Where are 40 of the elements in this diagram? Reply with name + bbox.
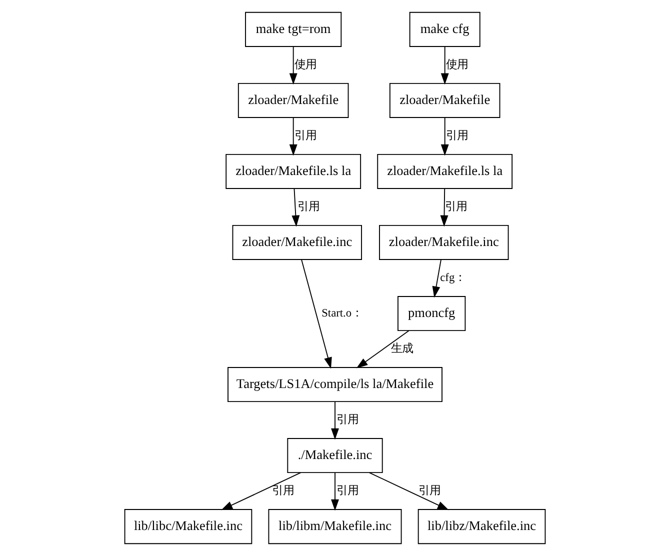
- node-box: pmoncfg: [398, 296, 466, 332]
- edge-label: 引用: [446, 130, 468, 142]
- edge-label: 引用: [272, 484, 294, 497]
- arrow: [368, 472, 449, 510]
- node-box: ./Makefile.inc: [287, 438, 383, 474]
- node-box: zloader/Makefile.ls la: [377, 154, 513, 189]
- arrow: [331, 472, 339, 511]
- node-box: Targets/LS1A/compile/ls la/Makefile: [228, 367, 442, 402]
- node-box: zloader/Makefile.inc: [379, 224, 509, 260]
- edge-label: 使用: [446, 58, 468, 71]
- edge-label: 生成: [391, 342, 414, 355]
- edge-label: 引用: [297, 200, 320, 213]
- node-box: lib/libz/Makefile.inc: [418, 509, 546, 544]
- node-box: lib/libc/Makefile.inc: [124, 509, 252, 544]
- arrow: [356, 330, 410, 368]
- arrow: [289, 117, 298, 156]
- node-box: make tgt=rom: [245, 12, 342, 47]
- arrow: [221, 472, 302, 510]
- edge-label: 引用: [418, 484, 441, 497]
- edge-label: cfg：: [440, 272, 466, 284]
- arrow: [301, 259, 332, 369]
- edge-label: 引用: [294, 130, 317, 142]
- edge-label: 引用: [336, 484, 358, 497]
- arrow: [432, 259, 442, 298]
- arrow: [440, 46, 449, 85]
- edge-label: 引用: [445, 200, 468, 213]
- arrow: [440, 188, 448, 227]
- node-box: zloader/Makefile.inc: [232, 224, 362, 260]
- node-box: zloader/Makefile: [238, 82, 349, 118]
- node-box: zloader/Makefile: [389, 82, 500, 118]
- edge-label: Start.o：: [322, 307, 363, 320]
- edge-label: 引用: [336, 414, 358, 426]
- arrow: [331, 401, 339, 440]
- arrow: [292, 188, 300, 227]
- node-box: zloader/Makefile.ls la: [226, 154, 362, 189]
- node-box: make cfg: [409, 12, 480, 47]
- arrow: [440, 117, 449, 156]
- edge-label: 使用: [294, 58, 317, 71]
- arrow: [289, 46, 298, 85]
- node-box: lib/libm/Makefile.inc: [268, 509, 402, 544]
